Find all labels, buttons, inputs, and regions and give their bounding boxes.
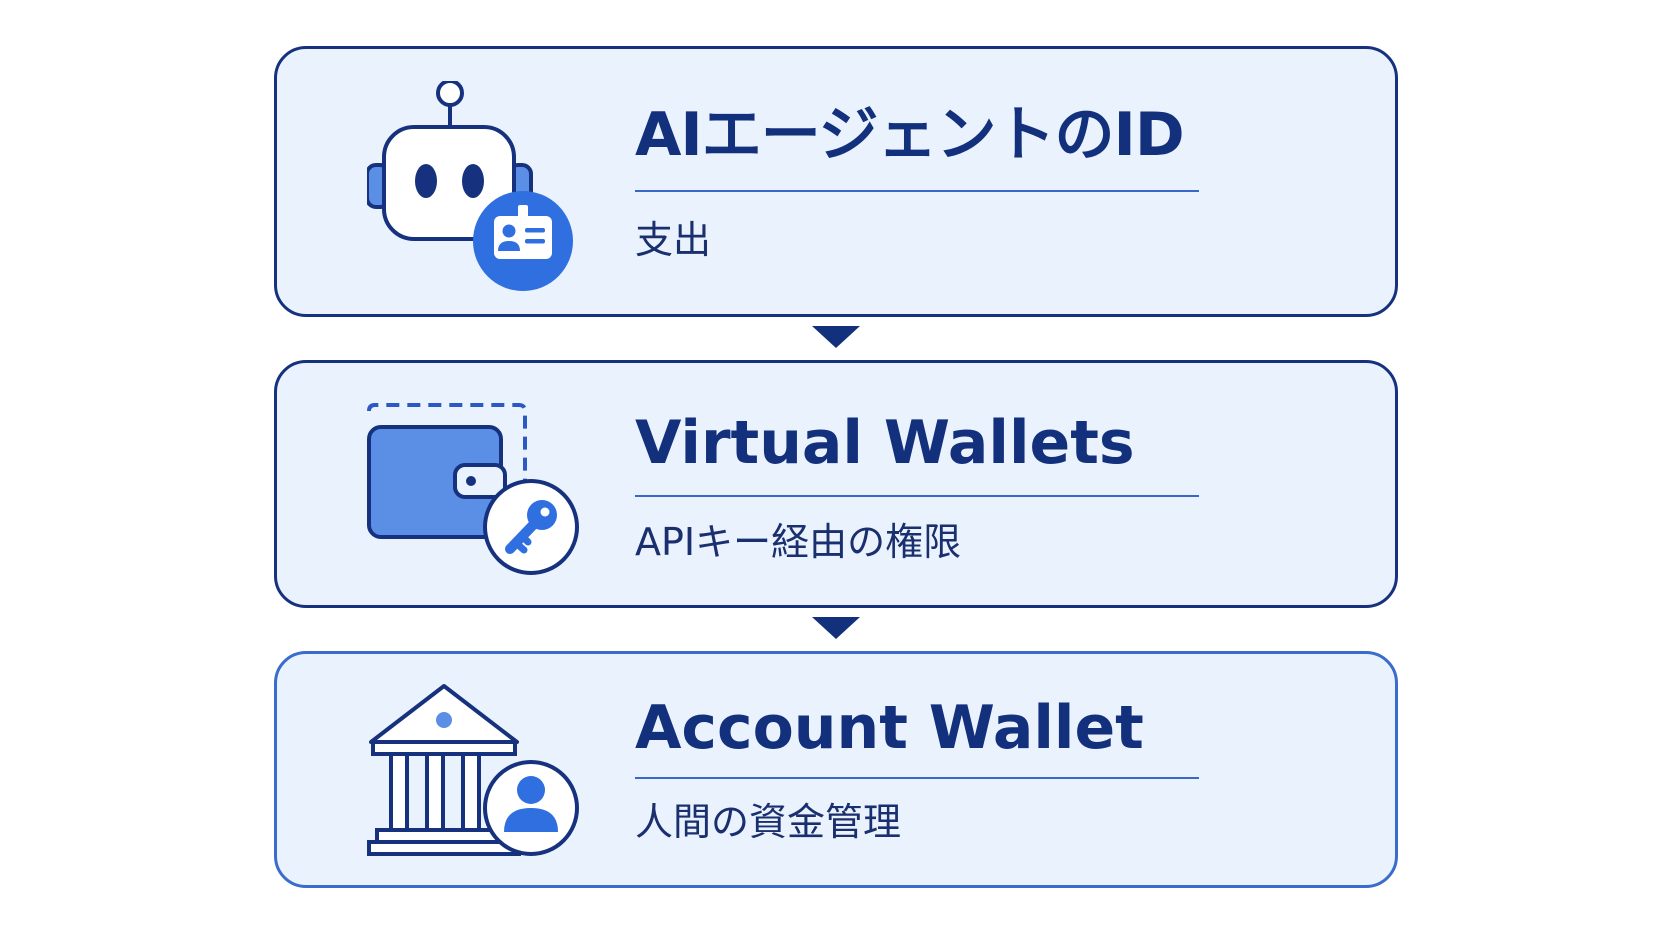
divider: [635, 190, 1199, 192]
divider: [635, 495, 1199, 497]
card-subtitle: 人間の資金管理: [635, 800, 902, 844]
divider: [635, 777, 1199, 779]
card-subtitle: APIキー経由の権限: [635, 520, 962, 564]
card-title: Virtual Wallets: [635, 408, 1135, 478]
wallet-key-icon: [367, 403, 597, 603]
virtual-wallets-card: Virtual Wallets APIキー経由の権限: [274, 360, 1398, 608]
account-wallet-card: Account Wallet 人間の資金管理: [274, 651, 1398, 888]
bank-user-icon: [367, 682, 597, 882]
down-arrow-icon: [812, 326, 860, 348]
ai-agent-id-card: AIエージェントのID 支出: [274, 46, 1398, 317]
down-arrow-icon: [812, 617, 860, 639]
card-title: Account Wallet: [635, 693, 1144, 763]
card-subtitle: 支出: [635, 218, 712, 262]
robot-id-icon: [367, 81, 597, 309]
card-title: AIエージェントのID: [635, 100, 1185, 170]
